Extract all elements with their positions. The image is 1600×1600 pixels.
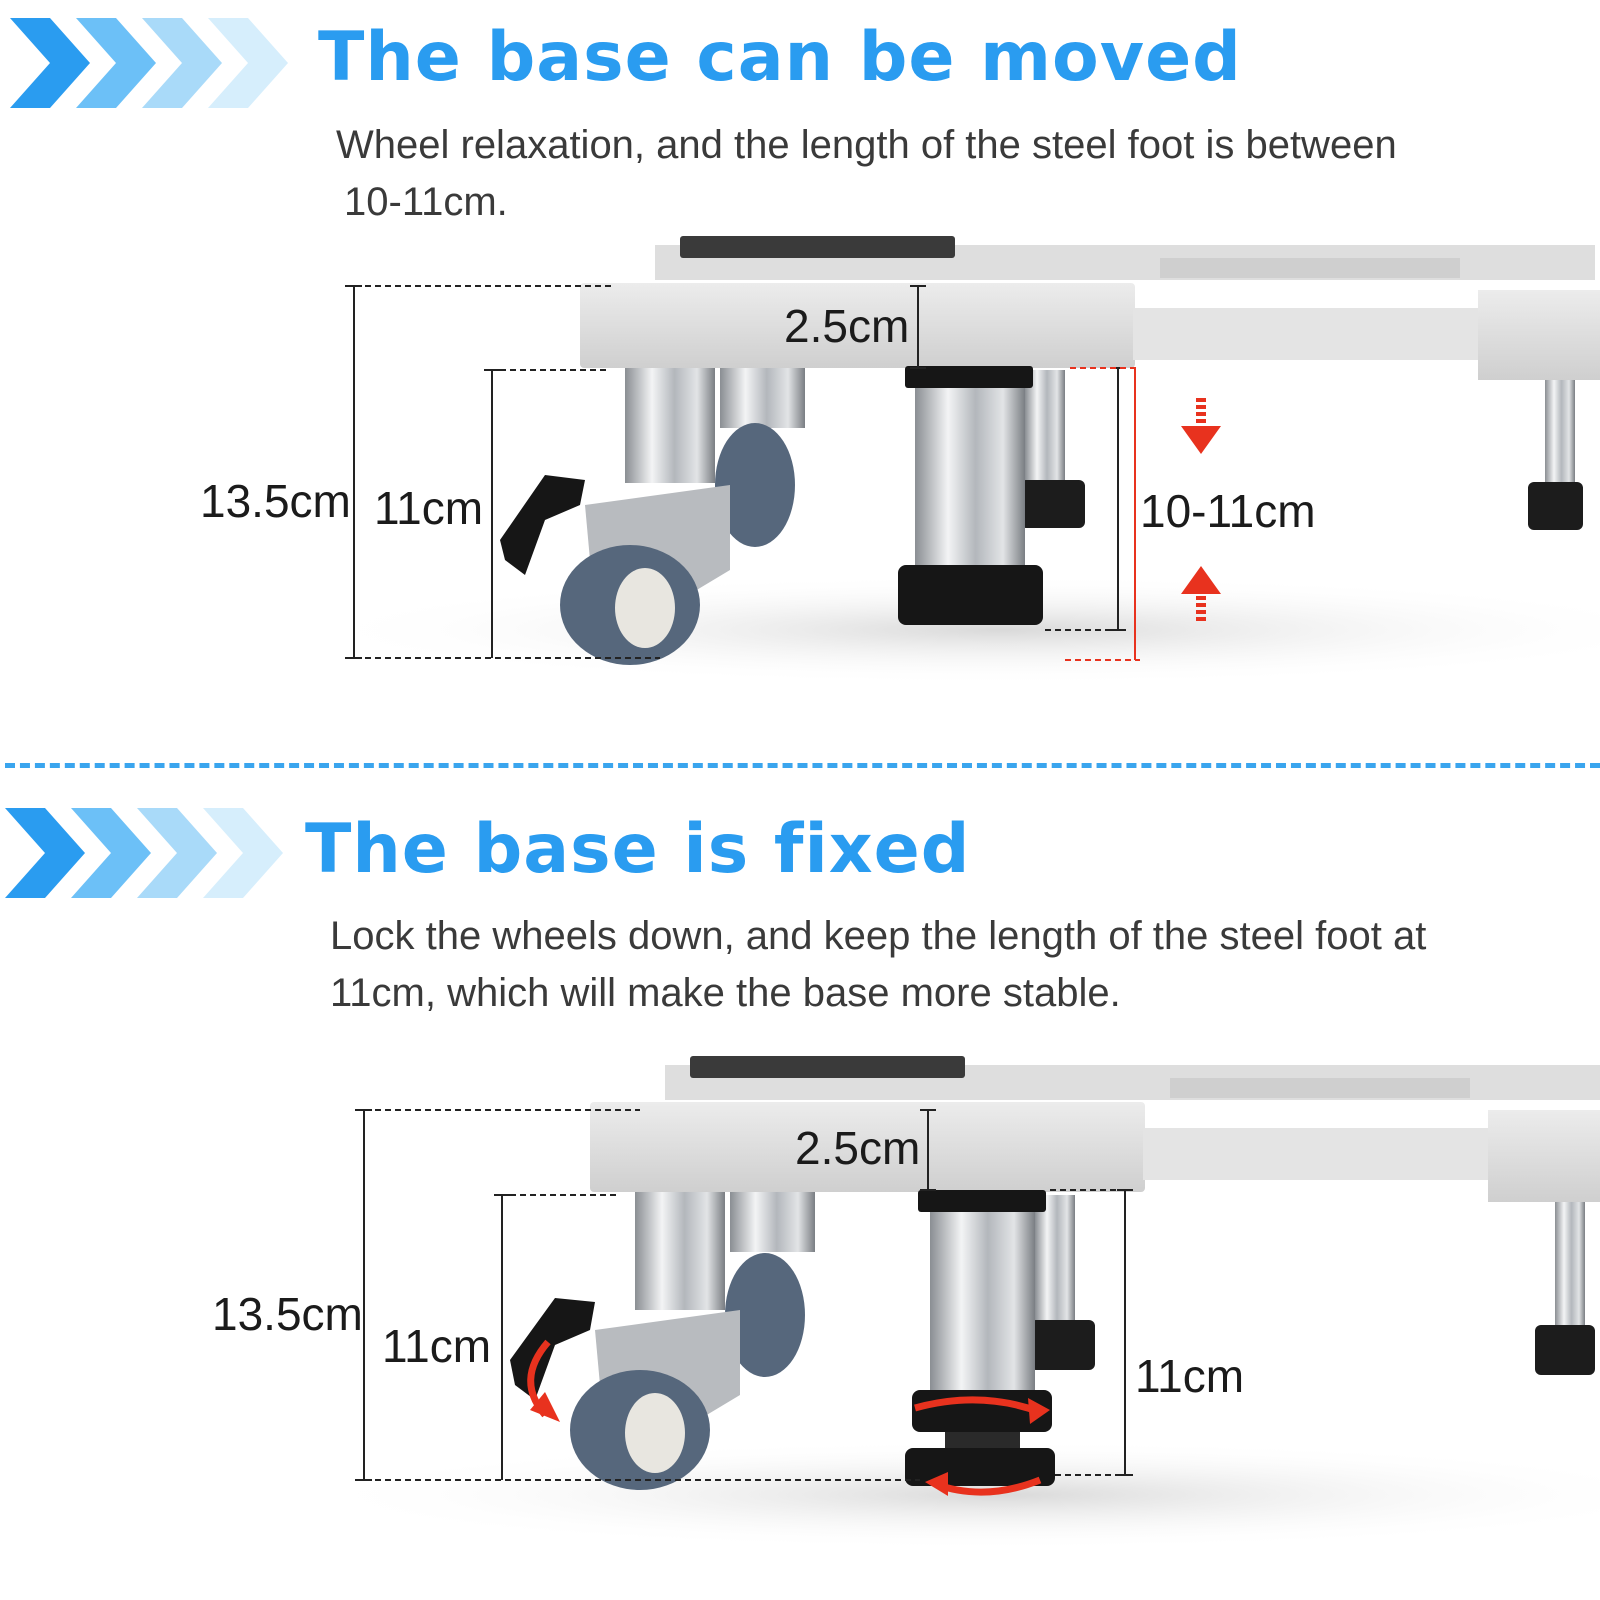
wheel-back xyxy=(715,423,795,547)
foot-range-lines xyxy=(1065,367,1140,661)
leg-foot-back xyxy=(1020,480,1085,528)
description-line: 11cm, which will make the base more stab… xyxy=(330,971,1121,1015)
description-line: Wheel relaxation, and the length of the … xyxy=(336,123,1397,167)
wheel-stem-front xyxy=(625,368,715,483)
leg-screw xyxy=(945,1432,1020,1452)
chevron-right-icon xyxy=(5,808,283,898)
caster-hub xyxy=(615,568,675,648)
lock-rotate-arrowhead xyxy=(530,1392,560,1422)
section-divider xyxy=(5,763,1600,768)
wheel-back xyxy=(725,1253,805,1377)
leg-foot-front xyxy=(898,565,1043,625)
frame-crossbar xyxy=(1133,308,1478,360)
frame-height-label: 2.5cm xyxy=(795,1122,921,1174)
twist-arrowhead-bottom xyxy=(925,1472,948,1496)
frame-pad xyxy=(680,236,955,258)
frame-front-left xyxy=(590,1102,1145,1192)
steel-leg-front xyxy=(915,378,1025,578)
description-line: Lock the wheels down, and keep the lengt… xyxy=(330,914,1427,958)
wheel-height-label: 11cm xyxy=(382,1320,492,1372)
wheel-stem-back xyxy=(720,368,805,428)
frame-pad xyxy=(690,1056,965,1078)
description-line: 10-11cm. xyxy=(344,180,508,224)
frame-extension xyxy=(1170,1078,1470,1098)
total-height-label: 13.5cm xyxy=(200,475,351,527)
caster-hub xyxy=(625,1393,685,1473)
leg-foot-far xyxy=(1535,1325,1595,1375)
frame-extension xyxy=(1160,258,1460,278)
section-description: Lock the wheels down, and keep the lengt… xyxy=(330,908,1426,1022)
steel-leg-back xyxy=(1035,1195,1075,1335)
steel-leg-front xyxy=(930,1202,1035,1397)
frame-height-label: 2.5cm xyxy=(784,300,910,352)
foot-height-label: 11cm xyxy=(1135,1350,1245,1402)
section-heading: The base can be moved xyxy=(318,18,1242,97)
fixed-section: The base is fixed Lock the wheels down, … xyxy=(0,790,1600,1600)
frame-crossbar xyxy=(1143,1128,1488,1180)
chevron-right-icon xyxy=(10,18,288,108)
twist-arrowhead-top xyxy=(1028,1398,1050,1424)
foot-height-label: 10-11cm xyxy=(1140,485,1316,537)
frame-front-left xyxy=(580,283,1135,368)
leg-collar-front xyxy=(905,366,1033,388)
wheel-height-label: 11cm xyxy=(374,482,484,534)
wheel-stem-front xyxy=(635,1192,725,1310)
steel-leg-far xyxy=(1545,375,1575,495)
leg-collar-front xyxy=(918,1190,1046,1212)
section-heading: The base is fixed xyxy=(305,810,971,889)
movable-base-illustration: 13.5cm 11cm 2.5cm 10-11cm xyxy=(0,230,1600,710)
fixed-base-illustration: 13.5cm 11cm 2.5cm 11cm xyxy=(0,1040,1600,1585)
steel-leg-far xyxy=(1555,1200,1585,1340)
leg-foot-back xyxy=(1030,1320,1095,1370)
wheel-lock-pedal xyxy=(510,1298,595,1400)
dimension-lines xyxy=(345,285,1126,659)
total-height-label: 13.5cm xyxy=(212,1288,363,1340)
arrow-down-icon xyxy=(1181,398,1221,454)
leg-foot-far xyxy=(1528,482,1583,530)
frame-front-right xyxy=(1488,1110,1600,1202)
arrow-up-icon xyxy=(1181,566,1221,621)
wheel-lock-pedal xyxy=(500,475,585,575)
steel-leg-back xyxy=(1025,370,1065,490)
section-description: Wheel relaxation, and the length of the … xyxy=(336,117,1397,231)
dimension-lines xyxy=(355,1109,1133,1481)
movable-section: The base can be moved Wheel relaxation, … xyxy=(0,0,1600,760)
frame-front-right xyxy=(1478,290,1600,380)
wheel-stem-back xyxy=(730,1192,815,1252)
